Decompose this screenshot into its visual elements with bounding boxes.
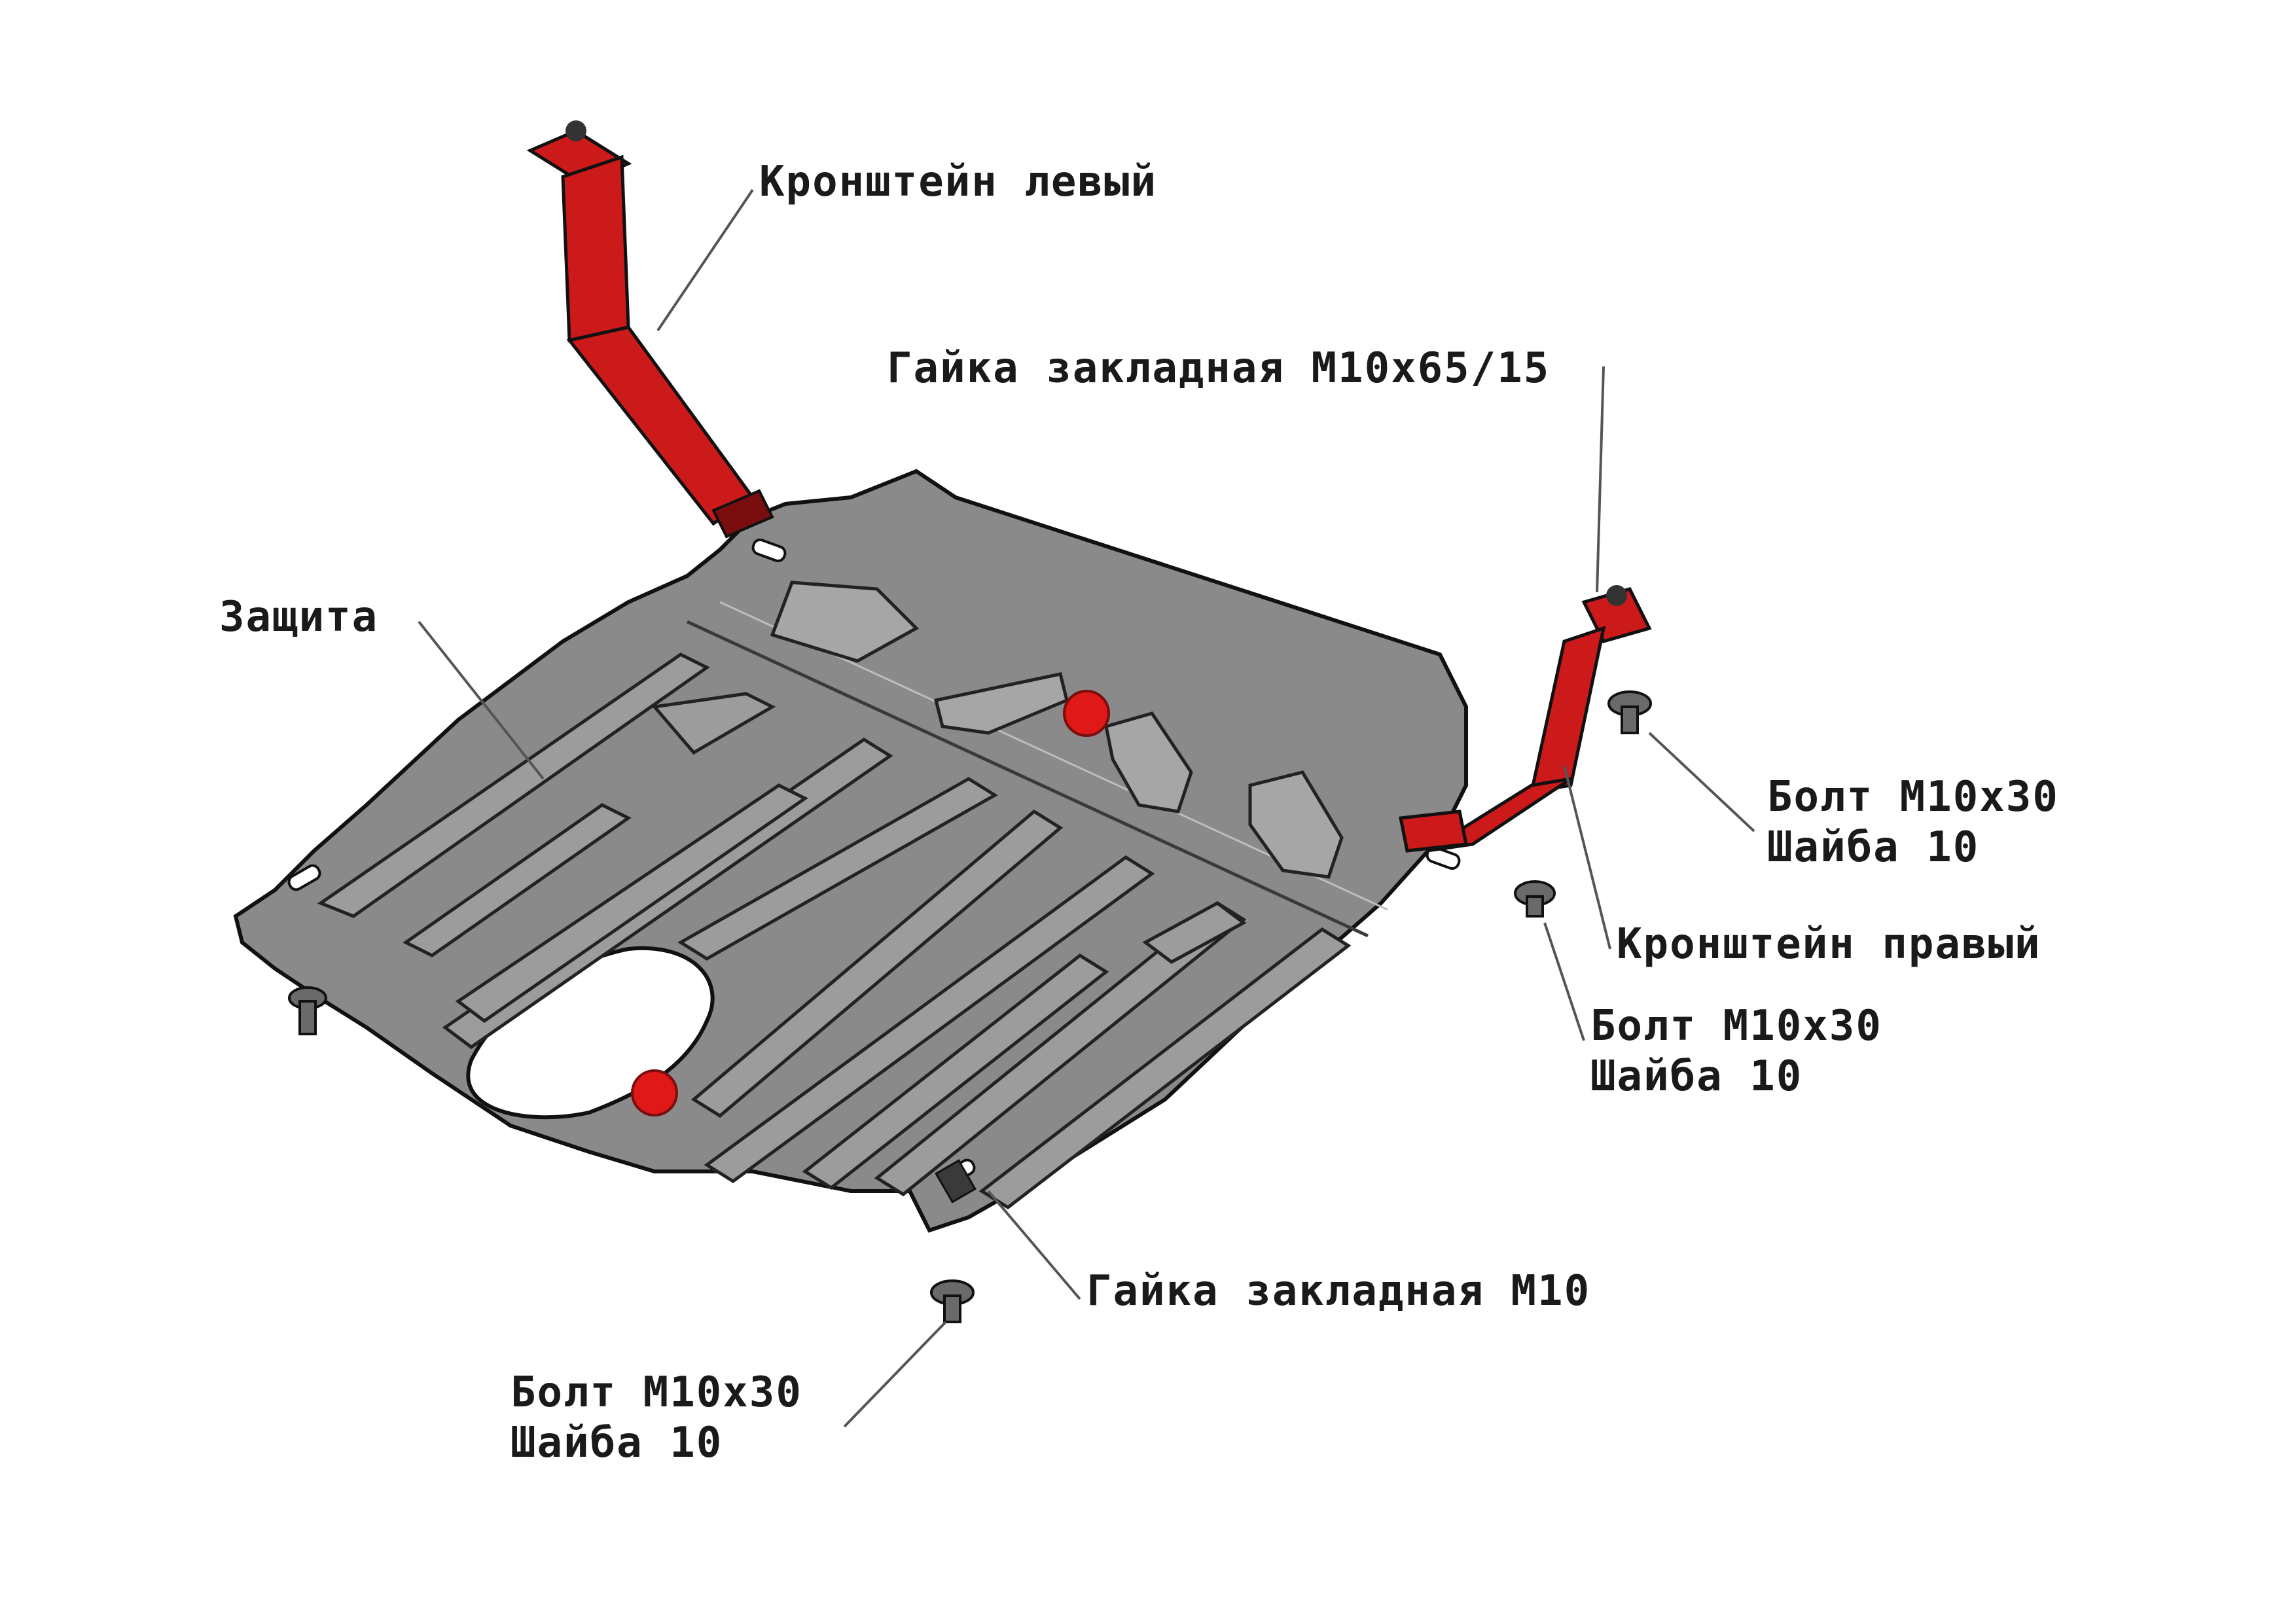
nut-icon bbox=[935, 1159, 977, 1204]
bracket-right bbox=[1399, 585, 1652, 853]
label-nut-embedded-long: Гайка закладная М10х65/15 bbox=[887, 344, 1551, 393]
label-guard: Защита bbox=[219, 593, 379, 641]
label-bolt-right-upper: Болт М10х30 Шайба 10 bbox=[1767, 773, 2059, 872]
bracket-left bbox=[526, 120, 774, 539]
label-bracket-left: Кронштейн левый bbox=[759, 158, 1157, 206]
guard-plate bbox=[233, 469, 1468, 1233]
label-bolt-bottom: Болт М10х30 Шайба 10 bbox=[511, 1368, 802, 1467]
drain-plug-upper bbox=[1063, 690, 1110, 737]
label-bolt-right-lower: Болт М10х30 Шайба 10 bbox=[1590, 1002, 1882, 1101]
drain-plug-lower bbox=[631, 1069, 678, 1116]
bolt-icon bbox=[288, 690, 1652, 1323]
leader-lines bbox=[418, 188, 1755, 1428]
label-bracket-right: Кронштейн правый bbox=[1617, 920, 2041, 969]
label-nut-embedded: Гайка закладная М10 bbox=[1086, 1267, 1591, 1315]
